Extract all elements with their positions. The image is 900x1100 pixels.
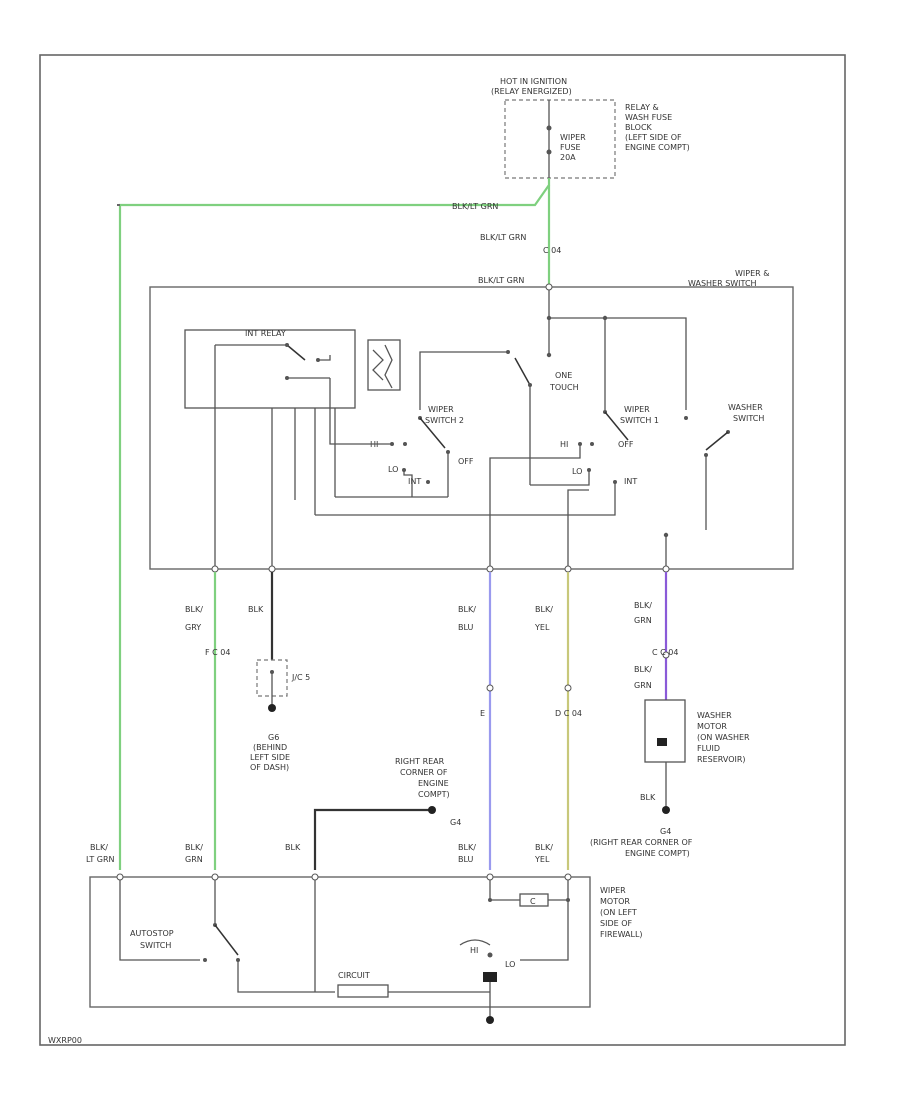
g4-label-3: ENGINE COMPT) bbox=[625, 849, 690, 858]
wire-label-bottom-blk-lt-grn-2: LT GRN bbox=[86, 855, 115, 864]
wire-label-bottom-blk-grn-1: BLK/ bbox=[185, 843, 203, 852]
washer-switch-label-2: SWITCH bbox=[733, 414, 764, 423]
g6-label-1: G6 bbox=[268, 733, 279, 742]
washer-motor-label-5: RESERVOIR) bbox=[697, 755, 746, 764]
one-touch-label-1: ONE bbox=[555, 371, 572, 380]
wire-label-bottom-blk-yel-2: YEL bbox=[534, 855, 550, 864]
lt-green-wires bbox=[117, 178, 551, 870]
wiper-motor-label-2: MOTOR bbox=[600, 897, 630, 906]
switch2-off: OFF bbox=[458, 457, 474, 466]
washer-switch-label-1: WASHER bbox=[728, 403, 763, 412]
g6-label-3: LEFT SIDE bbox=[250, 753, 290, 762]
wiper-motor-label-3: (ON LEFT bbox=[600, 908, 637, 917]
washer-motor-label-2: MOTOR bbox=[697, 722, 727, 731]
washer-motor-label-3: (ON WASHER bbox=[697, 733, 750, 742]
wire-label-blk-blu-1: BLK/ bbox=[458, 605, 476, 614]
g4-label-1: G4 bbox=[660, 827, 671, 836]
footer-code: WXRP00 bbox=[48, 1036, 82, 1045]
int-relay-label: INT RELAY bbox=[245, 329, 286, 338]
wiper-switch-1-label-2: SWITCH 1 bbox=[620, 416, 659, 425]
hot-label-2: (RELAY ENERGIZED) bbox=[491, 87, 572, 96]
wiper-fuse-label-1: WIPER bbox=[560, 133, 586, 142]
wiper-motor-label-5: FIREWALL) bbox=[600, 930, 643, 939]
diagram-frame bbox=[39, 54, 846, 1046]
switch1-hi: HI bbox=[560, 440, 568, 449]
wire-label-blk-blu-2: BLU bbox=[458, 623, 474, 632]
wire-label-blk-single: BLK bbox=[248, 605, 264, 614]
relay-block-label-2: WASH FUSE bbox=[625, 113, 672, 122]
g4-label-2: (RIGHT REAR CORNER OF bbox=[590, 838, 693, 847]
wire-label-blk-yel-1: BLK/ bbox=[535, 605, 553, 614]
right-rear-label-3: ENGINE bbox=[418, 779, 449, 788]
wiper-fuse-label-3: 20A bbox=[560, 153, 576, 162]
wire-label-blk-lt-grn-switch: BLK/LT GRN bbox=[478, 276, 524, 285]
connector-c-c04: C C 04 bbox=[652, 648, 678, 657]
hot-label: HOT IN IGNITION bbox=[500, 77, 567, 86]
wiper-fuse-label-2: FUSE bbox=[560, 143, 581, 152]
autostop-label-1: AUTOSTOP bbox=[130, 929, 174, 938]
right-rear-label-1: RIGHT REAR bbox=[395, 757, 445, 766]
relay-fuse-block: HOT IN IGNITION (RELAY ENERGIZED) WIPER … bbox=[491, 77, 690, 179]
relay-block-label-4: (LEFT SIDE OF bbox=[625, 133, 682, 142]
wire-label-blk-gry-1: BLK/ bbox=[185, 605, 203, 614]
wire-label-blk-grn-2: GRN bbox=[634, 616, 652, 625]
wiper-washer-switch-box: WIPER & WASHER SWITCH INT RELAY ONE TOUC… bbox=[149, 269, 794, 573]
right-rear-label-4: COMPT) bbox=[418, 790, 450, 799]
relay-block-label-5: ENGINE COMPT) bbox=[625, 143, 690, 152]
autostop-label-2: SWITCH bbox=[140, 941, 171, 950]
wiper-washer-switch-label-2: WASHER SWITCH bbox=[688, 279, 757, 288]
wire-label-blk-grn2-1: BLK/ bbox=[634, 665, 652, 674]
motor-hi-label: HI bbox=[470, 946, 478, 955]
washer-motor-label-4: FLUID bbox=[697, 744, 720, 753]
wire-label-blk-yel-2: YEL bbox=[534, 623, 550, 632]
wire-label-bottom-blk: BLK bbox=[285, 843, 301, 852]
wiper-motor-label-4: SIDE OF bbox=[600, 919, 632, 928]
wiper-switch-1-label-1: WIPER bbox=[624, 405, 650, 414]
wiper-washer-switch-label-1: WIPER & bbox=[735, 269, 770, 278]
jc-label: J/C 5 bbox=[291, 673, 310, 682]
switch1-lo: LO bbox=[572, 467, 582, 476]
wiper-switch-2-label-2: SWITCH 2 bbox=[425, 416, 464, 425]
wire-label-blk-grn-1: BLK/ bbox=[634, 601, 652, 610]
connector-c04-top: C 04 bbox=[543, 246, 561, 255]
connector-d-c04: D C 04 bbox=[555, 709, 582, 718]
wire-label-bottom-blk-yel-1: BLK/ bbox=[535, 843, 553, 852]
right-rear-label-2: CORNER OF bbox=[400, 768, 448, 777]
circuit-breaker-label: CIRCUIT bbox=[338, 971, 370, 980]
g4b-label: G4 bbox=[450, 818, 461, 827]
connector-e: E bbox=[480, 709, 485, 718]
connector-f-c04: F C 04 bbox=[205, 648, 230, 657]
relay-block-label-1: RELAY & bbox=[625, 103, 659, 112]
lower-wires bbox=[213, 572, 686, 870]
wire-label-bottom-blk-blu-1: BLK/ bbox=[458, 843, 476, 852]
wiper-motor-label-1: WIPER bbox=[600, 886, 626, 895]
wire-label-bottom-blk-lt-grn-1: BLK/ bbox=[90, 843, 108, 852]
switch2-int: INT bbox=[408, 477, 421, 486]
switch1-int: INT bbox=[624, 477, 637, 486]
g6-label-4: OF DASH) bbox=[250, 763, 289, 772]
wire-label-blk-lt-grn-mid: BLK/LT GRN bbox=[480, 233, 526, 242]
switch1-off: OFF bbox=[618, 440, 634, 449]
wire-label-bottom-blk-grn-2: GRN bbox=[185, 855, 203, 864]
relay-block-label-3: BLOCK bbox=[625, 123, 653, 132]
wiper-motor-box bbox=[89, 873, 591, 1024]
wire-label-bottom-blk-blu-2: BLU bbox=[458, 855, 474, 864]
wiper-switch-2-label-1: WIPER bbox=[428, 405, 454, 414]
one-touch-label-2: TOUCH bbox=[549, 383, 579, 392]
wire-label-blk-gry-2: GRY bbox=[185, 623, 201, 632]
wire-label-blk-lt-grn-top: BLK/LT GRN bbox=[452, 202, 498, 211]
g6-label-2: (BEHIND bbox=[253, 743, 287, 752]
motor-c-label: C bbox=[530, 897, 536, 906]
motor-lo-label: LO bbox=[505, 960, 515, 969]
switch2-lo: LO bbox=[388, 465, 398, 474]
wire-label-blk-grn2-2: GRN bbox=[634, 681, 652, 690]
wire-label-blk-g4: BLK bbox=[640, 793, 656, 802]
washer-motor-label-1: WASHER bbox=[697, 711, 732, 720]
